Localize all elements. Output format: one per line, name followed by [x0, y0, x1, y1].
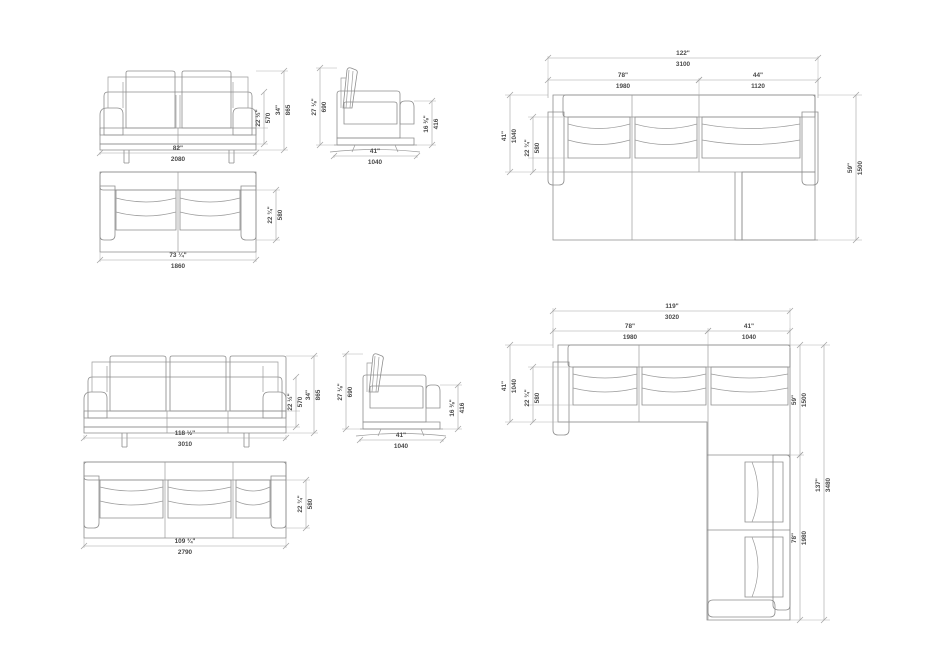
dim-label-imperial: 22 ½" [286, 393, 294, 410]
dim-label-imperial: 22 ¾" [266, 206, 274, 223]
dim-label-imperial: 22 ¾" [523, 389, 531, 406]
drawing-chaise-sectional: 122" 3100 78" 1980 44" 1120 41" 1040 [501, 50, 864, 244]
dim-label-imperial: 122" [676, 50, 690, 57]
dim-label-imperial: 41" [396, 432, 406, 439]
view-two-seat-front-elevation: 82" 2080 22 ½" 570 34" 865 [96, 67, 292, 164]
dim-label-imperial: 78" [625, 323, 635, 330]
dim-label-imperial: 22 ¾" [523, 139, 531, 156]
dim-label-metric: 3100 [676, 61, 691, 68]
dim-label-metric: 570 [297, 396, 304, 407]
dim-label-metric: 580 [534, 142, 541, 153]
dim-label-metric: 865 [285, 104, 292, 115]
view-three-seat-plan: 109 ¾" 2790 22 ¾" 580 [80, 461, 314, 556]
dim-label-imperial: 59" [791, 395, 798, 405]
dim-label-metric: 570 [265, 112, 272, 123]
dim-label-imperial: 118 ½" [175, 429, 195, 437]
dim-label-metric: 580 [534, 392, 541, 403]
dim-three-seat-arm-height: 16 ⅜" 416 [440, 381, 466, 433]
drawing-l-shaped-sectional: 119" 3020 78" 1980 41" 1040 41" 1040 [501, 303, 832, 624]
dim-two-seat-seat-width: 73 ¼" 1860 [96, 251, 260, 270]
dim-label-metric: 865 [315, 389, 322, 400]
dim-three-seat-overall-height: 34" 865 [286, 352, 322, 437]
dim-label-imperial: 59" [847, 163, 854, 173]
dim-two-seat-seat-depth: 22 ¾" 580 [256, 186, 284, 244]
dim-label-metric: 416 [459, 402, 466, 413]
dim-label-imperial: 73 ¼" [169, 251, 186, 259]
dim-label-metric: 3480 [825, 477, 832, 492]
dim-label-metric: 1980 [623, 334, 638, 341]
dim-label-metric: 2080 [171, 156, 186, 163]
dim-three-seat-back-height: 27 ⅛" 690 [337, 350, 363, 433]
dim-two-seat-seat-height: 22 ½" 570 [254, 88, 272, 148]
dim-label-imperial: 22 ¾" [296, 495, 304, 512]
dim-label-metric: 3010 [178, 441, 193, 448]
dim-label-metric: 1040 [742, 334, 757, 341]
view-two-seat-side-elevation: 27 ⅛" 690 16 ⅜" 416 41" 1040 [311, 64, 440, 166]
dim-lshape-return-length: 78" 1980 [790, 451, 808, 624]
dim-label-metric: 2790 [178, 549, 193, 556]
dim-chaise-depth: 59" 1500 [818, 91, 864, 244]
dim-lshape-seat-depth: 22 ¾" 580 [523, 363, 573, 426]
dim-label-imperial: 27 ⅛" [337, 383, 344, 400]
dim-label-imperial: 22 ½" [254, 109, 262, 126]
dim-label-metric: 1500 [857, 160, 864, 175]
dim-label-imperial: 41" [744, 323, 754, 330]
dim-two-seat-arm-height: 16 ⅜" 416 [414, 97, 440, 149]
dim-label-metric: 1040 [394, 443, 409, 450]
dim-lshape-corner-depth: 59" 1500 [790, 341, 808, 459]
dim-label-metric: 1980 [801, 530, 808, 545]
dim-label-metric: 580 [277, 209, 284, 220]
dim-chaise-sofa-segment-width: 78" 1980 [544, 72, 703, 98]
dim-two-seat-overall-depth: 41" 1040 [330, 148, 421, 166]
dim-label-imperial: 41" [370, 148, 380, 155]
dim-label-imperial: 82" [173, 145, 183, 152]
dim-label-metric: 690 [321, 101, 328, 112]
dim-label-imperial: 34" [305, 390, 312, 400]
dim-lshape-overall-depth: 41" 1040 [501, 341, 558, 426]
dim-label-metric: 1120 [751, 83, 765, 90]
dim-label-metric: 1860 [171, 263, 186, 270]
dim-label-metric: 690 [347, 386, 354, 397]
dim-label-metric: 580 [307, 498, 314, 509]
dim-label-metric: 1040 [511, 378, 518, 393]
dim-label-imperial: 44" [753, 72, 763, 79]
dim-label-metric: 1500 [801, 392, 808, 407]
dim-lshape-corner-segment-width: 41" 1040 [704, 323, 794, 348]
view-three-seat-side-elevation: 27 ⅛" 690 16 ⅜" 416 41" 1040 [337, 350, 466, 450]
dim-chaise-segment-width: 44" 1120 [695, 72, 822, 98]
dim-label-imperial: 78" [791, 533, 798, 543]
dim-chaise-seat-depth: 22 ¾" 580 [523, 113, 568, 176]
view-three-seat-front-elevation: 118 ½" 3010 22 ½" 570 34" 865 [80, 352, 322, 448]
view-two-seat-plan: 73 ¼" 1860 22 ¾" 580 [96, 171, 284, 270]
dim-label-imperial: 119" [665, 303, 678, 310]
dim-label-imperial: 78" [618, 72, 628, 79]
dim-label-metric: 1040 [511, 128, 518, 143]
dim-label-imperial: 41" [501, 381, 508, 391]
dim-label-metric: 1040 [368, 159, 383, 166]
dim-label-imperial: 109 ¾" [175, 537, 196, 545]
dim-label-metric: 3020 [665, 314, 680, 321]
dim-three-seat-seat-height: 22 ½" 570 [286, 373, 304, 431]
dim-label-imperial: 137" [815, 478, 822, 492]
dim-label-metric: 416 [433, 118, 440, 129]
dim-label-imperial: 34" [275, 105, 282, 115]
drawing-three-seat-sofa: 118 ½" 3010 22 ½" 570 34" 865 [80, 350, 466, 556]
dim-label-imperial: 41" [501, 131, 508, 141]
dim-three-seat-overall-width: 118 ½" 3010 [80, 429, 290, 448]
dim-three-seat-overall-depth: 41" 1040 [356, 432, 447, 450]
dim-two-seat-overall-width: 82" 2080 [96, 145, 260, 163]
drawing-two-seat-sofa: 82" 2080 22 ½" 570 34" 865 [96, 64, 440, 270]
dim-three-seat-seat-depth: 22 ¾" 580 [286, 476, 314, 532]
dim-three-seat-seat-width: 109 ¾" 2790 [80, 537, 290, 556]
dim-label-metric: 1980 [616, 83, 631, 90]
dim-lshape-overall-length: 137" 3480 [804, 341, 832, 624]
dim-label-imperial: 16 ⅜" [449, 399, 456, 416]
dim-two-seat-back-height: 27 ⅛" 690 [311, 64, 337, 149]
dim-label-imperial: 16 ⅜" [423, 115, 430, 132]
dim-label-imperial: 27 ⅛" [311, 98, 318, 115]
dim-two-seat-overall-height: 34" 865 [256, 67, 292, 154]
dim-chaise-overall-depth: 41" 1040 [501, 91, 553, 176]
